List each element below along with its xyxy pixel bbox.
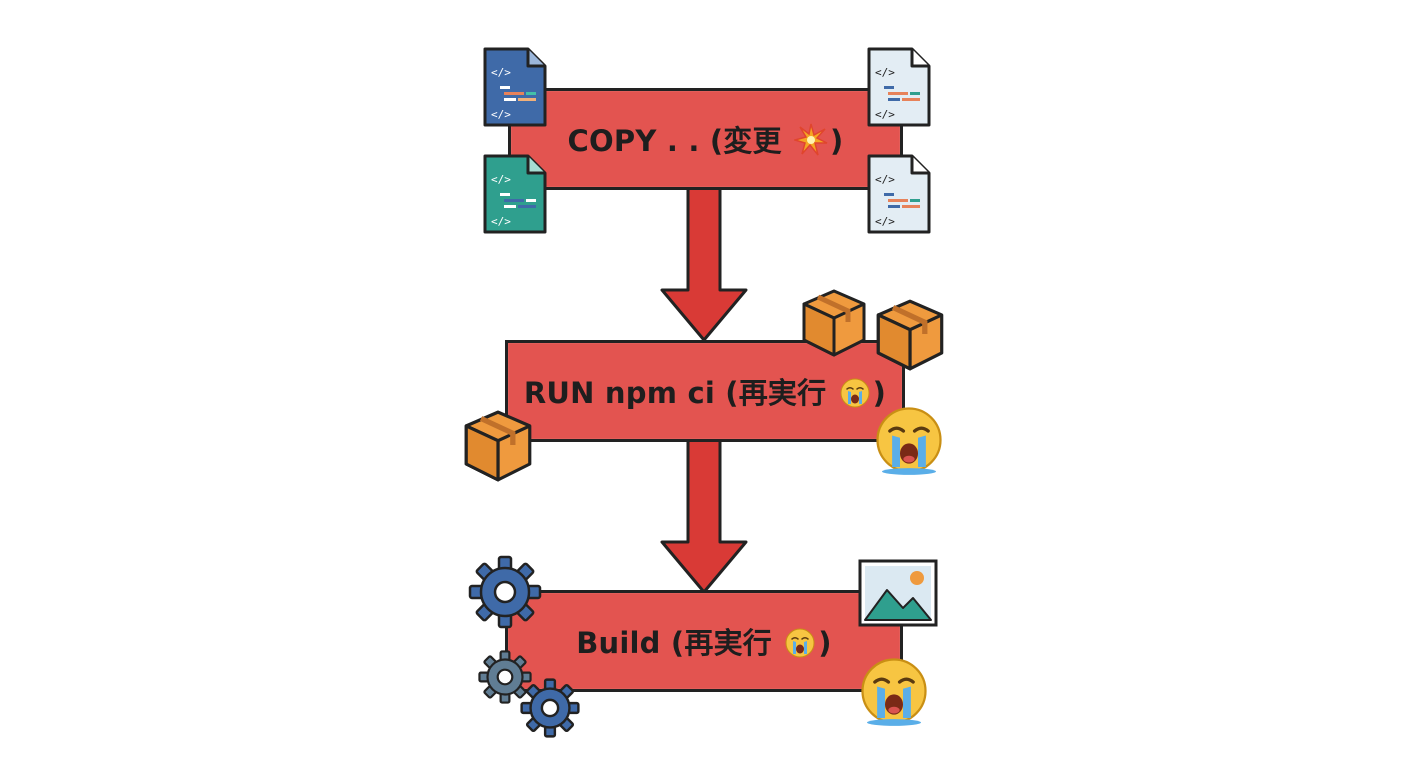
- crying-face-icon: [876, 407, 942, 475]
- step-copy: COPY . . (変更 ): [508, 88, 903, 190]
- gear-icon: [468, 555, 542, 629]
- step-install: RUN npm ci (再実行 ): [505, 340, 905, 442]
- spark-icon: [792, 123, 828, 156]
- image-icon: [858, 559, 938, 627]
- crying-face-icon: [840, 378, 870, 408]
- svg-text:</>: </>: [875, 66, 895, 79]
- arrow-copy-to-install: [660, 184, 748, 342]
- step-copy-label: COPY . . (変更 ): [567, 123, 844, 158]
- svg-text:</>: </>: [875, 215, 895, 228]
- svg-text:</>: </>: [875, 108, 895, 121]
- cardboard-box-icon: [876, 299, 944, 371]
- code-file-icon: </> </>: [867, 154, 931, 234]
- step-install-label: RUN npm ci (再実行 ): [523, 376, 887, 410]
- gear-icon: [520, 678, 580, 738]
- code-file-icon: </> </>: [483, 47, 547, 127]
- cardboard-box-icon: [802, 289, 866, 357]
- step-build: Build (再実行 ): [505, 590, 903, 692]
- code-file-icon: </> </>: [483, 154, 547, 234]
- code-file-icon: </> </>: [867, 47, 931, 127]
- svg-text:</>: </>: [491, 108, 511, 121]
- cardboard-box-icon: [464, 410, 532, 482]
- crying-face-icon: [861, 658, 927, 726]
- arrow-install-to-build: [660, 436, 748, 594]
- step-build-label: Build (再実行 ): [576, 626, 832, 660]
- svg-text:</>: </>: [491, 173, 511, 186]
- crying-face-icon: [785, 628, 815, 658]
- gear-icon: [478, 650, 532, 704]
- svg-text:</>: </>: [491, 66, 511, 79]
- svg-text:</>: </>: [875, 173, 895, 186]
- svg-text:</>: </>: [491, 215, 511, 228]
